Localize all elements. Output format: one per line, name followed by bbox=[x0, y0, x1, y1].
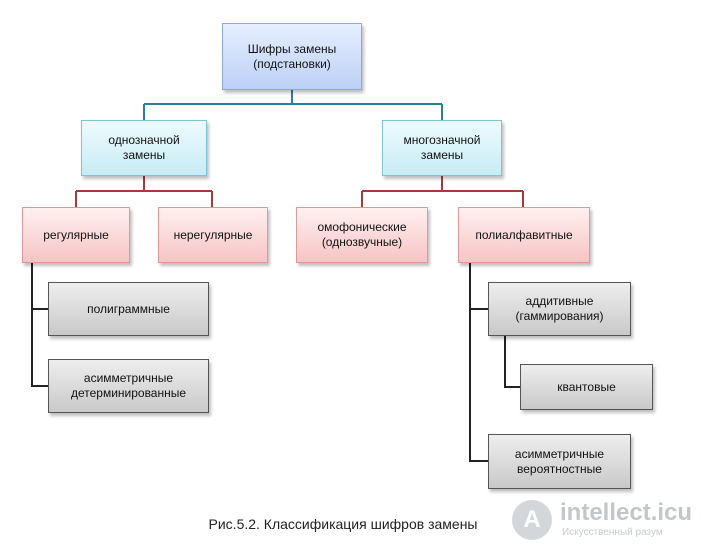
node-asymmetric-deterministic: асимметричные детерминированные bbox=[48, 359, 209, 413]
node-single-valued: однозначной замены bbox=[81, 120, 207, 176]
connector-single bbox=[75, 176, 213, 207]
watermark-tagline: Искусственный разум bbox=[562, 527, 663, 538]
node-polyalphabetic: полиалфавитные bbox=[458, 207, 590, 263]
node-regular: регулярные bbox=[22, 207, 130, 263]
node-irregular: нерегулярные bbox=[158, 207, 268, 263]
connector-multi bbox=[361, 176, 524, 207]
watermark-logo-icon: A bbox=[512, 500, 552, 540]
node-substitution-ciphers: Шифры замены (подстановки) bbox=[222, 23, 362, 90]
node-asymmetric-probabilistic: асимметричные вероятностные bbox=[488, 434, 631, 489]
connector-additive-tree bbox=[504, 336, 520, 388]
connector-root bbox=[143, 90, 443, 120]
connector-poly-tree bbox=[469, 263, 488, 462]
connector-regular-tree bbox=[31, 263, 48, 387]
figure-caption: Рис.5.2. Классификация шифров замены bbox=[208, 516, 478, 532]
node-homophonic: омофонические (однозвучные) bbox=[296, 207, 428, 263]
node-additive: аддитивные (гаммирования) bbox=[488, 282, 631, 336]
node-polygram: полиграммные bbox=[48, 282, 209, 336]
node-quantum: квантовые bbox=[520, 364, 653, 410]
node-multi-valued: многозначной замены bbox=[382, 120, 502, 176]
watermark-site-name[interactable]: intellect.icu bbox=[560, 499, 693, 526]
